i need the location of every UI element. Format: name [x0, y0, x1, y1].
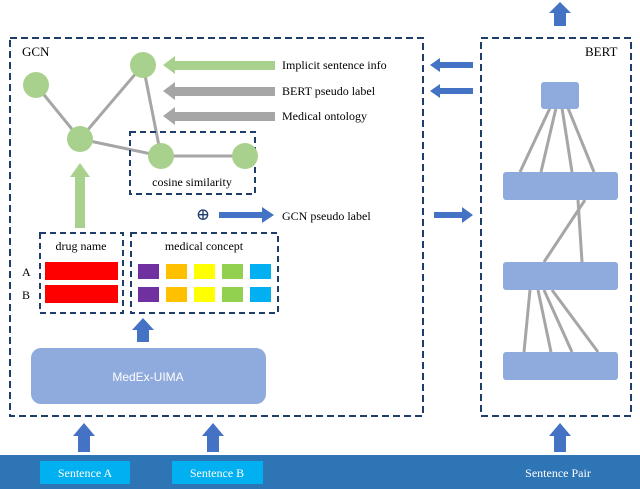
implicit-info-label: Implicit sentence info	[282, 58, 387, 72]
drug-to-graph-arrow	[70, 163, 90, 228]
drug-name-title: drug name	[56, 239, 107, 253]
gcn-title: GCN	[22, 44, 50, 59]
medical-concept-title: medical concept	[165, 239, 244, 253]
graph-edges	[34, 64, 245, 158]
sentence-b-label: Sentence B	[190, 466, 244, 480]
medex-uima-label: MedEx-UIMA	[112, 370, 183, 384]
bert-edge	[536, 289, 553, 353]
concept-cell	[166, 287, 187, 302]
gcn-pseudo-label-text: GCN pseudo label	[282, 209, 371, 223]
concept-cell	[194, 287, 215, 302]
sentence-a-chip	[40, 461, 130, 484]
graph-node	[148, 143, 174, 169]
concept-cell	[138, 264, 159, 279]
concept-cell	[250, 287, 271, 302]
graph-edge	[79, 137, 162, 158]
bert-edge	[522, 289, 532, 353]
sentence-pair-arrow	[549, 423, 571, 452]
concept-cell	[138, 287, 159, 302]
bert-edge	[550, 289, 600, 353]
graph-node	[232, 143, 258, 169]
gcn-to-bert-arrow	[434, 207, 473, 223]
medical-ontology-arrow	[163, 107, 275, 125]
drug-b-bar	[45, 285, 118, 303]
concept-cells	[138, 264, 271, 302]
concept-cell	[166, 264, 187, 279]
bert-title: BERT	[585, 44, 618, 59]
medex-to-concept-arrow	[132, 318, 154, 342]
bert-edge	[518, 107, 552, 173]
sentence-pair-label: Sentence Pair	[525, 466, 591, 480]
bert-pseudo-label-arrow	[163, 82, 275, 100]
row-b-label: B	[22, 288, 30, 302]
bert-layer-top	[503, 172, 618, 200]
graph-edge	[141, 64, 163, 157]
bert-output-node	[541, 82, 579, 109]
bert-output-arrow	[549, 2, 571, 26]
implicit-info-arrow	[163, 56, 275, 74]
bert-to-gcn-arrow-top	[430, 58, 473, 72]
graph-edge	[78, 64, 145, 140]
bert-layer-middle	[503, 262, 618, 290]
concept-cell	[250, 264, 271, 279]
concept-cell	[222, 264, 243, 279]
medex-uima-block	[31, 348, 266, 404]
gcn-panel	[9, 37, 424, 417]
bert-edges	[518, 107, 600, 353]
drug-a-bar	[45, 262, 118, 280]
medical-concept-box	[130, 232, 279, 314]
medical-ontology-label: Medical ontology	[282, 109, 367, 123]
sentence-b-arrow	[202, 423, 224, 452]
sentence-a-arrow	[73, 423, 95, 452]
sentence-a-label: Sentence A	[58, 466, 113, 480]
bert-pseudo-label-text: BERT pseudo label	[282, 84, 376, 98]
graph-node	[67, 126, 93, 152]
oplus-icon: ⊕	[196, 205, 210, 224]
graph-nodes	[23, 52, 258, 169]
bert-edge	[576, 199, 584, 263]
bert-layer-bottom	[503, 352, 618, 380]
gcn-pseudo-label-arrow	[219, 207, 274, 223]
graph-node	[130, 52, 156, 78]
concept-cell	[194, 264, 215, 279]
cosine-similarity-label: cosine similarity	[152, 175, 232, 189]
bert-edge	[539, 107, 558, 173]
row-a-label: A	[22, 265, 31, 279]
graph-node	[23, 72, 49, 98]
drug-name-box	[39, 232, 124, 314]
bert-to-gcn-arrow-bottom	[430, 84, 473, 98]
bert-edge	[542, 289, 574, 353]
concept-cell	[222, 287, 243, 302]
bert-edge	[560, 107, 574, 173]
bert-edge	[566, 107, 596, 173]
sentence-b-chip	[172, 461, 263, 484]
